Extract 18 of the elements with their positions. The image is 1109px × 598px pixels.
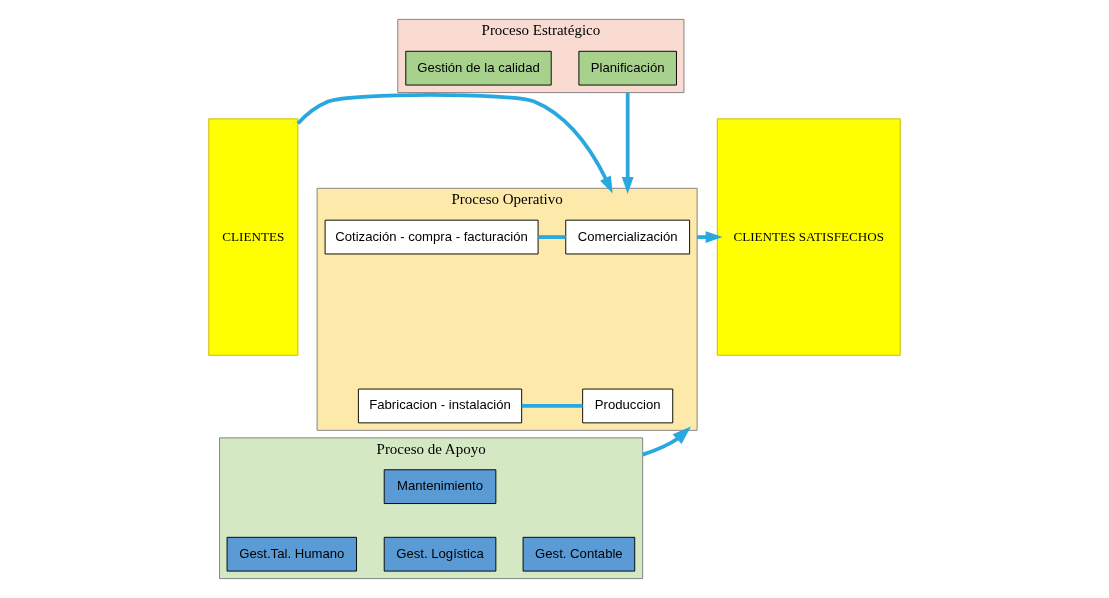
node-box: Gest. Logística bbox=[383, 536, 497, 572]
connector bbox=[538, 235, 566, 239]
arrow bbox=[296, 93, 613, 194]
node-box: CLIENTES bbox=[208, 118, 299, 356]
node-box: Produccion bbox=[582, 388, 674, 424]
arrow bbox=[642, 426, 691, 457]
node-box: Gest.Tal. Humano bbox=[226, 536, 357, 572]
node-box: Comercialización bbox=[565, 219, 691, 255]
node-box: Cotización - compra - facturación bbox=[324, 219, 539, 255]
node-box: Gestión de la calidad bbox=[405, 50, 552, 86]
node-box: CLIENTES SATISFECHOS bbox=[716, 118, 901, 356]
connector bbox=[521, 404, 583, 408]
node-box: Planificación bbox=[578, 50, 677, 86]
node-box: Fabricacion - instalación bbox=[357, 388, 523, 424]
arrow bbox=[697, 231, 723, 243]
node-box: Gest. Contable bbox=[522, 536, 636, 572]
arrow bbox=[621, 92, 634, 194]
node-box: Mantenimiento bbox=[383, 469, 497, 504]
